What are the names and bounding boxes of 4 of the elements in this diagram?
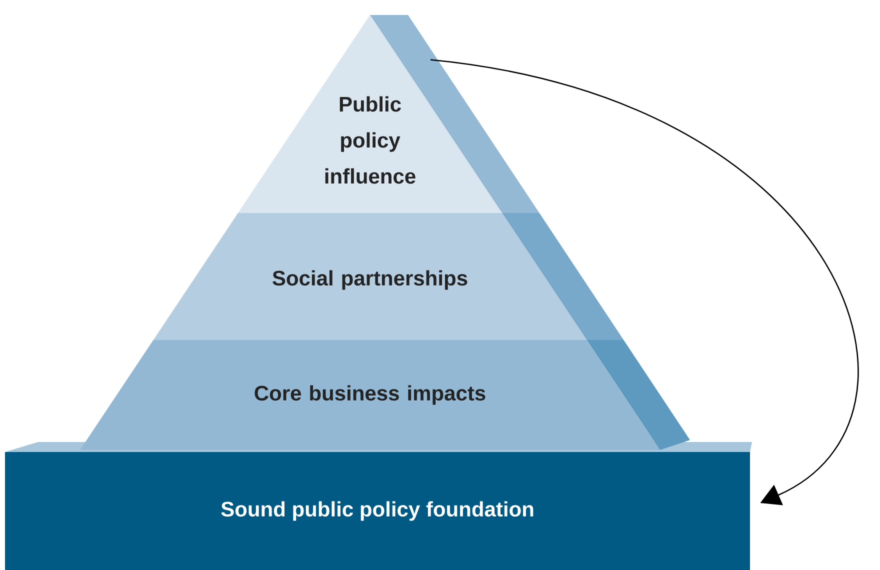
pyramid-tier: Core business impacts	[80, 340, 690, 450]
pyramid-tier: Social partnerships	[153, 213, 624, 340]
foundation-block: Sound public policy foundation	[5, 452, 750, 570]
pyramid-tier: Public policy influence	[238, 15, 540, 213]
